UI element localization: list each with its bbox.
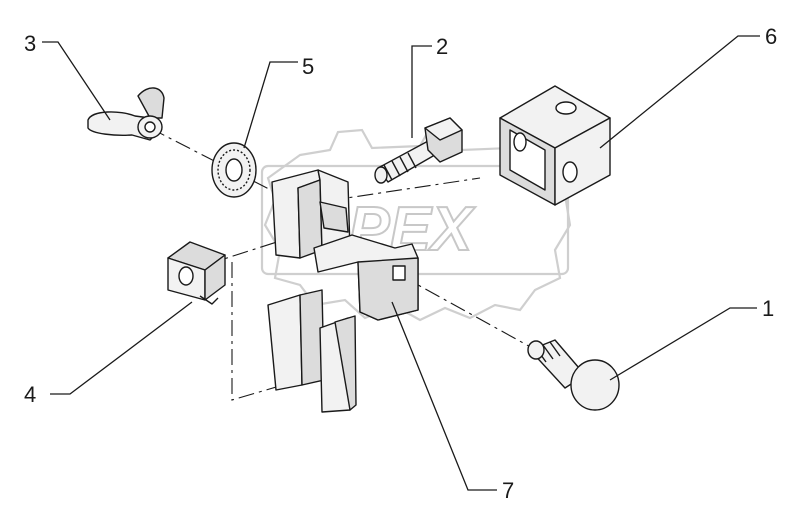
leader-lines	[42, 35, 760, 491]
carriage-bolt	[527, 339, 620, 411]
callout-3: 3	[24, 31, 36, 56]
callout-1: 1	[762, 296, 774, 321]
leader-7	[391, 301, 497, 491]
square-block	[499, 85, 611, 206]
leader-5	[243, 61, 298, 149]
callout-labels: 3 5 2 6 1 4 7	[24, 24, 777, 503]
wing-nut	[87, 87, 165, 141]
axis-carriage-bolt	[399, 274, 546, 356]
bolt-threads	[383, 152, 417, 181]
callout-6: 6	[765, 24, 777, 49]
leader-3	[42, 41, 111, 121]
bracket-assembly	[267, 169, 419, 413]
lock-washer	[211, 142, 257, 198]
leader-1	[609, 307, 757, 381]
callout-7: 7	[502, 478, 514, 503]
callout-5: 5	[302, 54, 314, 79]
cage-nut	[167, 241, 226, 305]
leader-6	[599, 35, 760, 149]
callout-4: 4	[24, 382, 36, 407]
leader-2	[411, 45, 432, 138]
leader-4	[50, 301, 193, 395]
callout-2: 2	[436, 34, 448, 59]
hex-bolt	[374, 117, 463, 184]
